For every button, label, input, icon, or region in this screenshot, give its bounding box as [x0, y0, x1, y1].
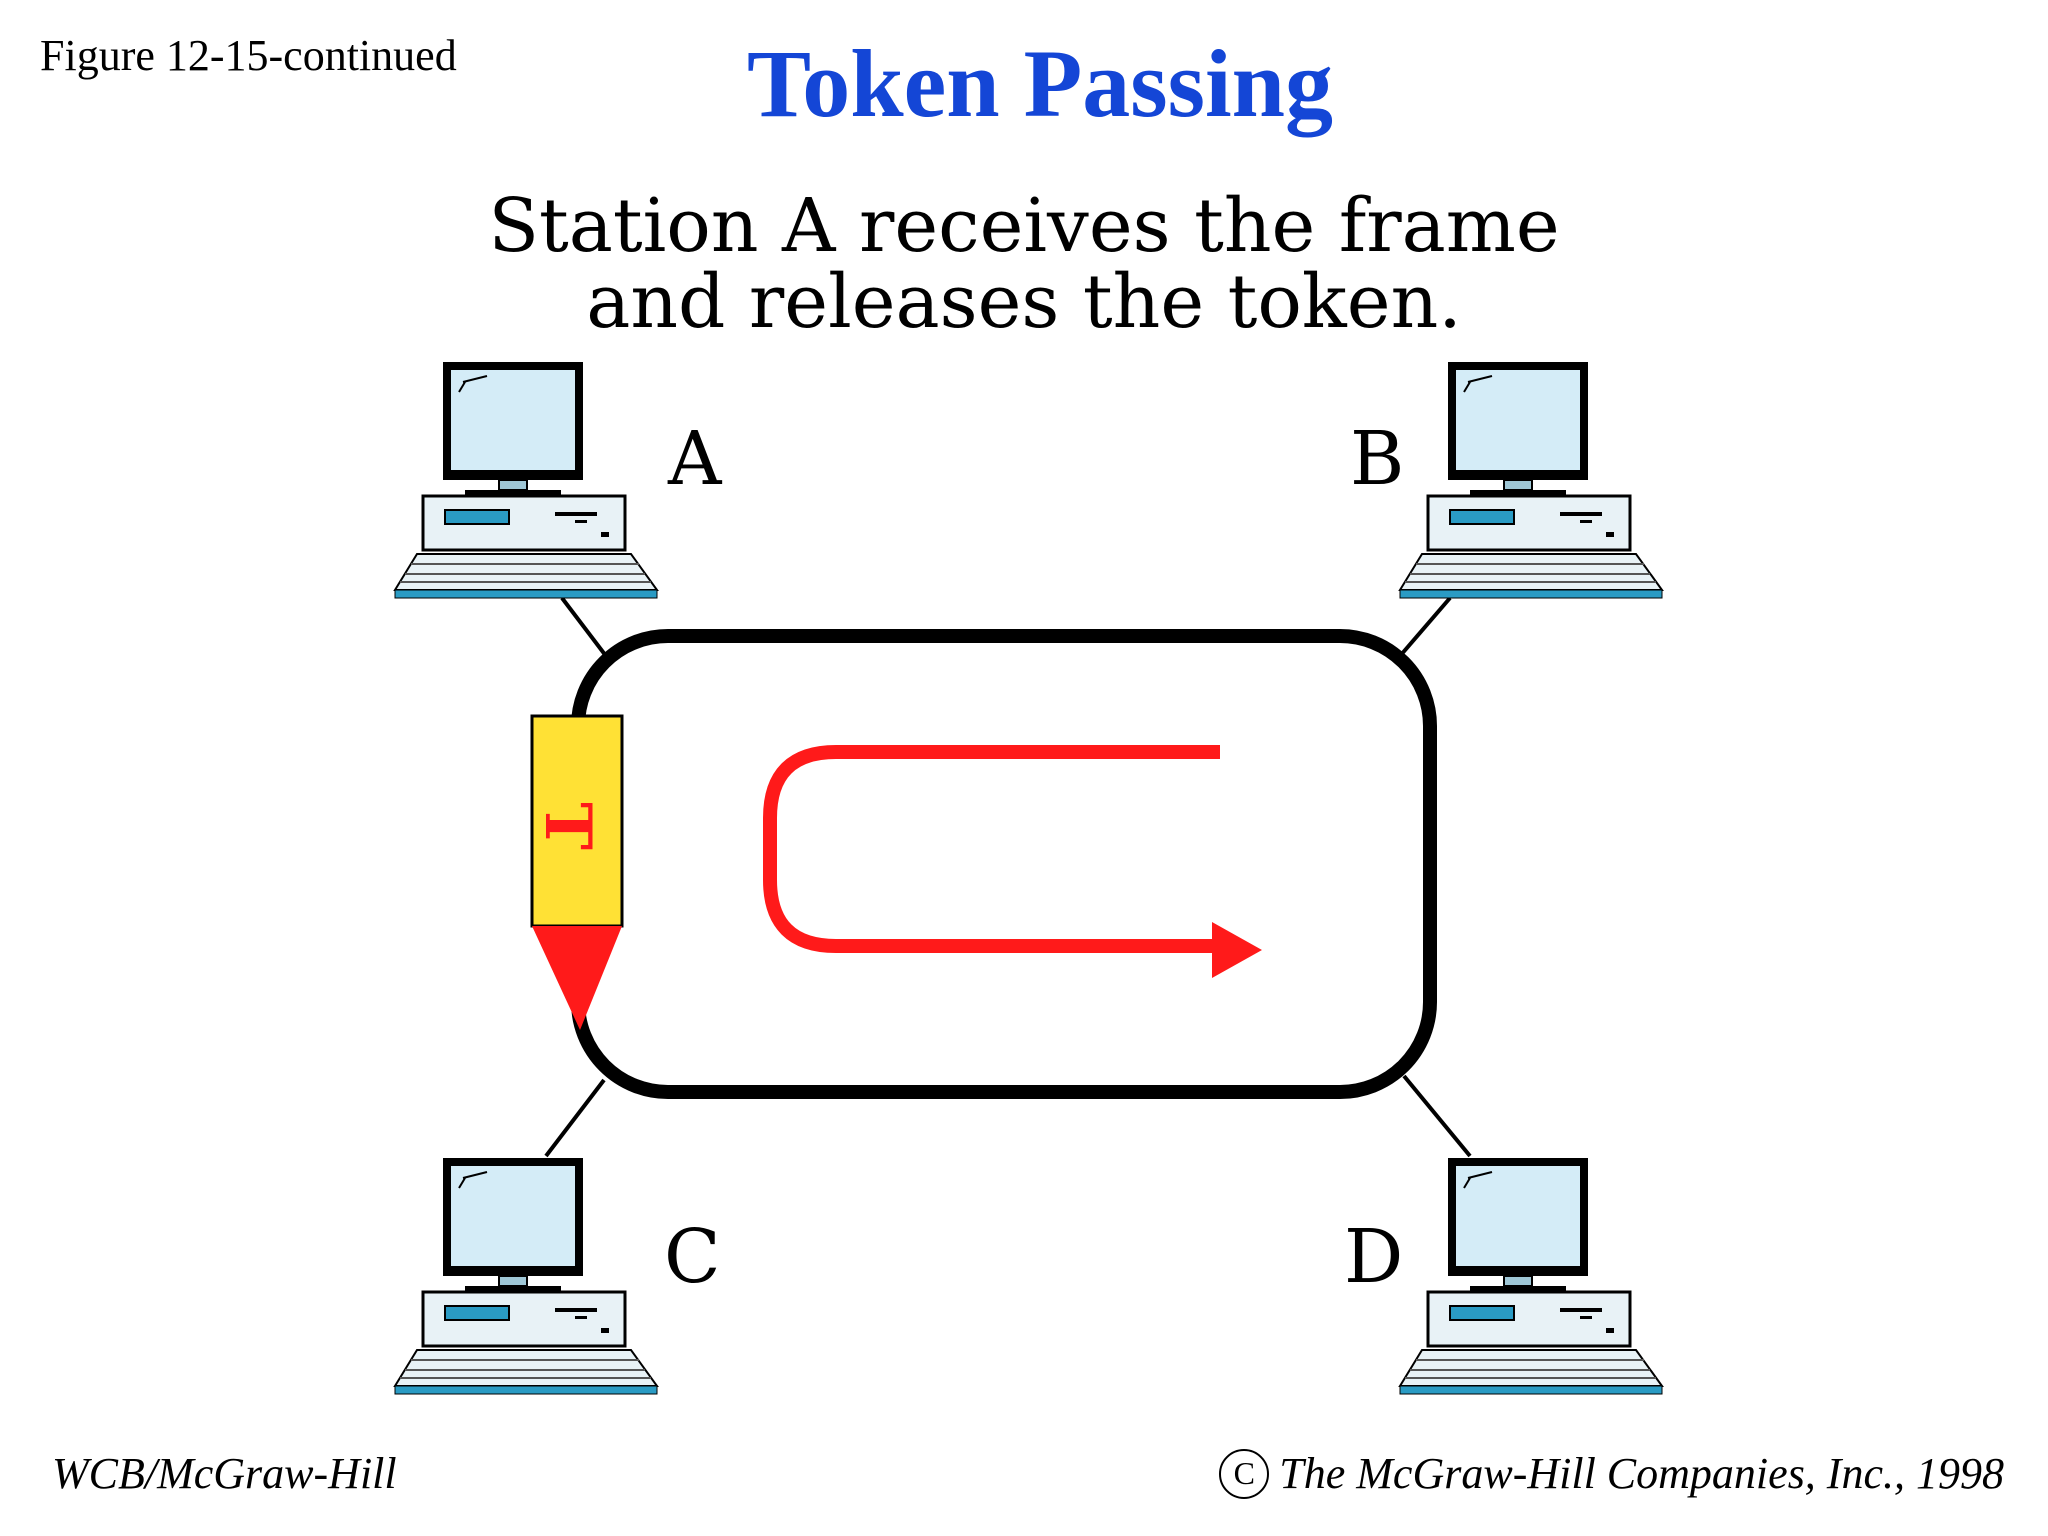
caption-line-2: and releases the token.	[586, 259, 1462, 345]
diagram-caption: Station A receives the frame and release…	[0, 188, 2048, 340]
link-d	[1402, 1074, 1472, 1158]
token-block: T	[530, 714, 624, 1030]
station-a-computer-icon	[393, 360, 659, 600]
copyright-notice: C The McGraw-Hill Companies, Inc., 1998	[1219, 1448, 2004, 1499]
figure-label: Figure 12-15-continued	[40, 31, 457, 80]
caption-line-1: Station A receives the frame	[488, 183, 1560, 269]
copyright-icon: C	[1219, 1448, 1270, 1499]
link-a	[560, 596, 608, 658]
token-label: T	[530, 802, 605, 850]
station-a-label: A	[667, 416, 723, 502]
token-arrow-icon	[532, 926, 622, 1030]
station-b-computer-icon	[1398, 360, 1664, 600]
copyright-text: The McGraw-Hill Companies, Inc., 1998	[1279, 1449, 2004, 1498]
station-d-computer-icon	[1398, 1156, 1664, 1396]
circulation-arrow-icon	[763, 745, 1262, 978]
station-d-label: D	[1344, 1214, 1403, 1300]
publisher-label: WCB/McGraw-Hill	[52, 1449, 397, 1498]
token-ring	[571, 629, 1437, 1099]
station-c-computer-icon	[393, 1156, 659, 1396]
link-b	[1398, 596, 1452, 658]
station-b-label: B	[1350, 416, 1404, 502]
page-title: Token Passing	[746, 30, 1334, 137]
station-c-label: C	[664, 1214, 721, 1300]
link-c	[544, 1078, 606, 1158]
